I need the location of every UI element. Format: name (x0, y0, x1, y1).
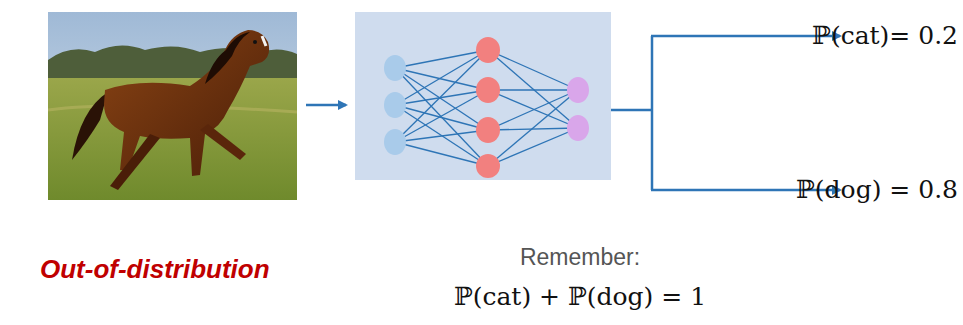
sum-rule: ℙ(cat) + ℙ(dog) = 1 (454, 283, 706, 312)
probability-output: ℙ(cat)= 0.2 (812, 22, 958, 51)
horse-photo (48, 12, 297, 200)
network-weights (395, 50, 578, 166)
network-panel (355, 12, 611, 180)
output-arrows (611, 36, 840, 190)
remember-note: Remember: (520, 244, 640, 270)
hidden-neurons (476, 37, 500, 178)
output-neurons (567, 77, 589, 141)
input-arrow (306, 104, 346, 107)
probability-output: ℙ(dog) = 0.8 (796, 176, 958, 205)
input-neurons (384, 55, 406, 155)
out-of-distribution-note: Out-of-distribution (40, 255, 270, 285)
